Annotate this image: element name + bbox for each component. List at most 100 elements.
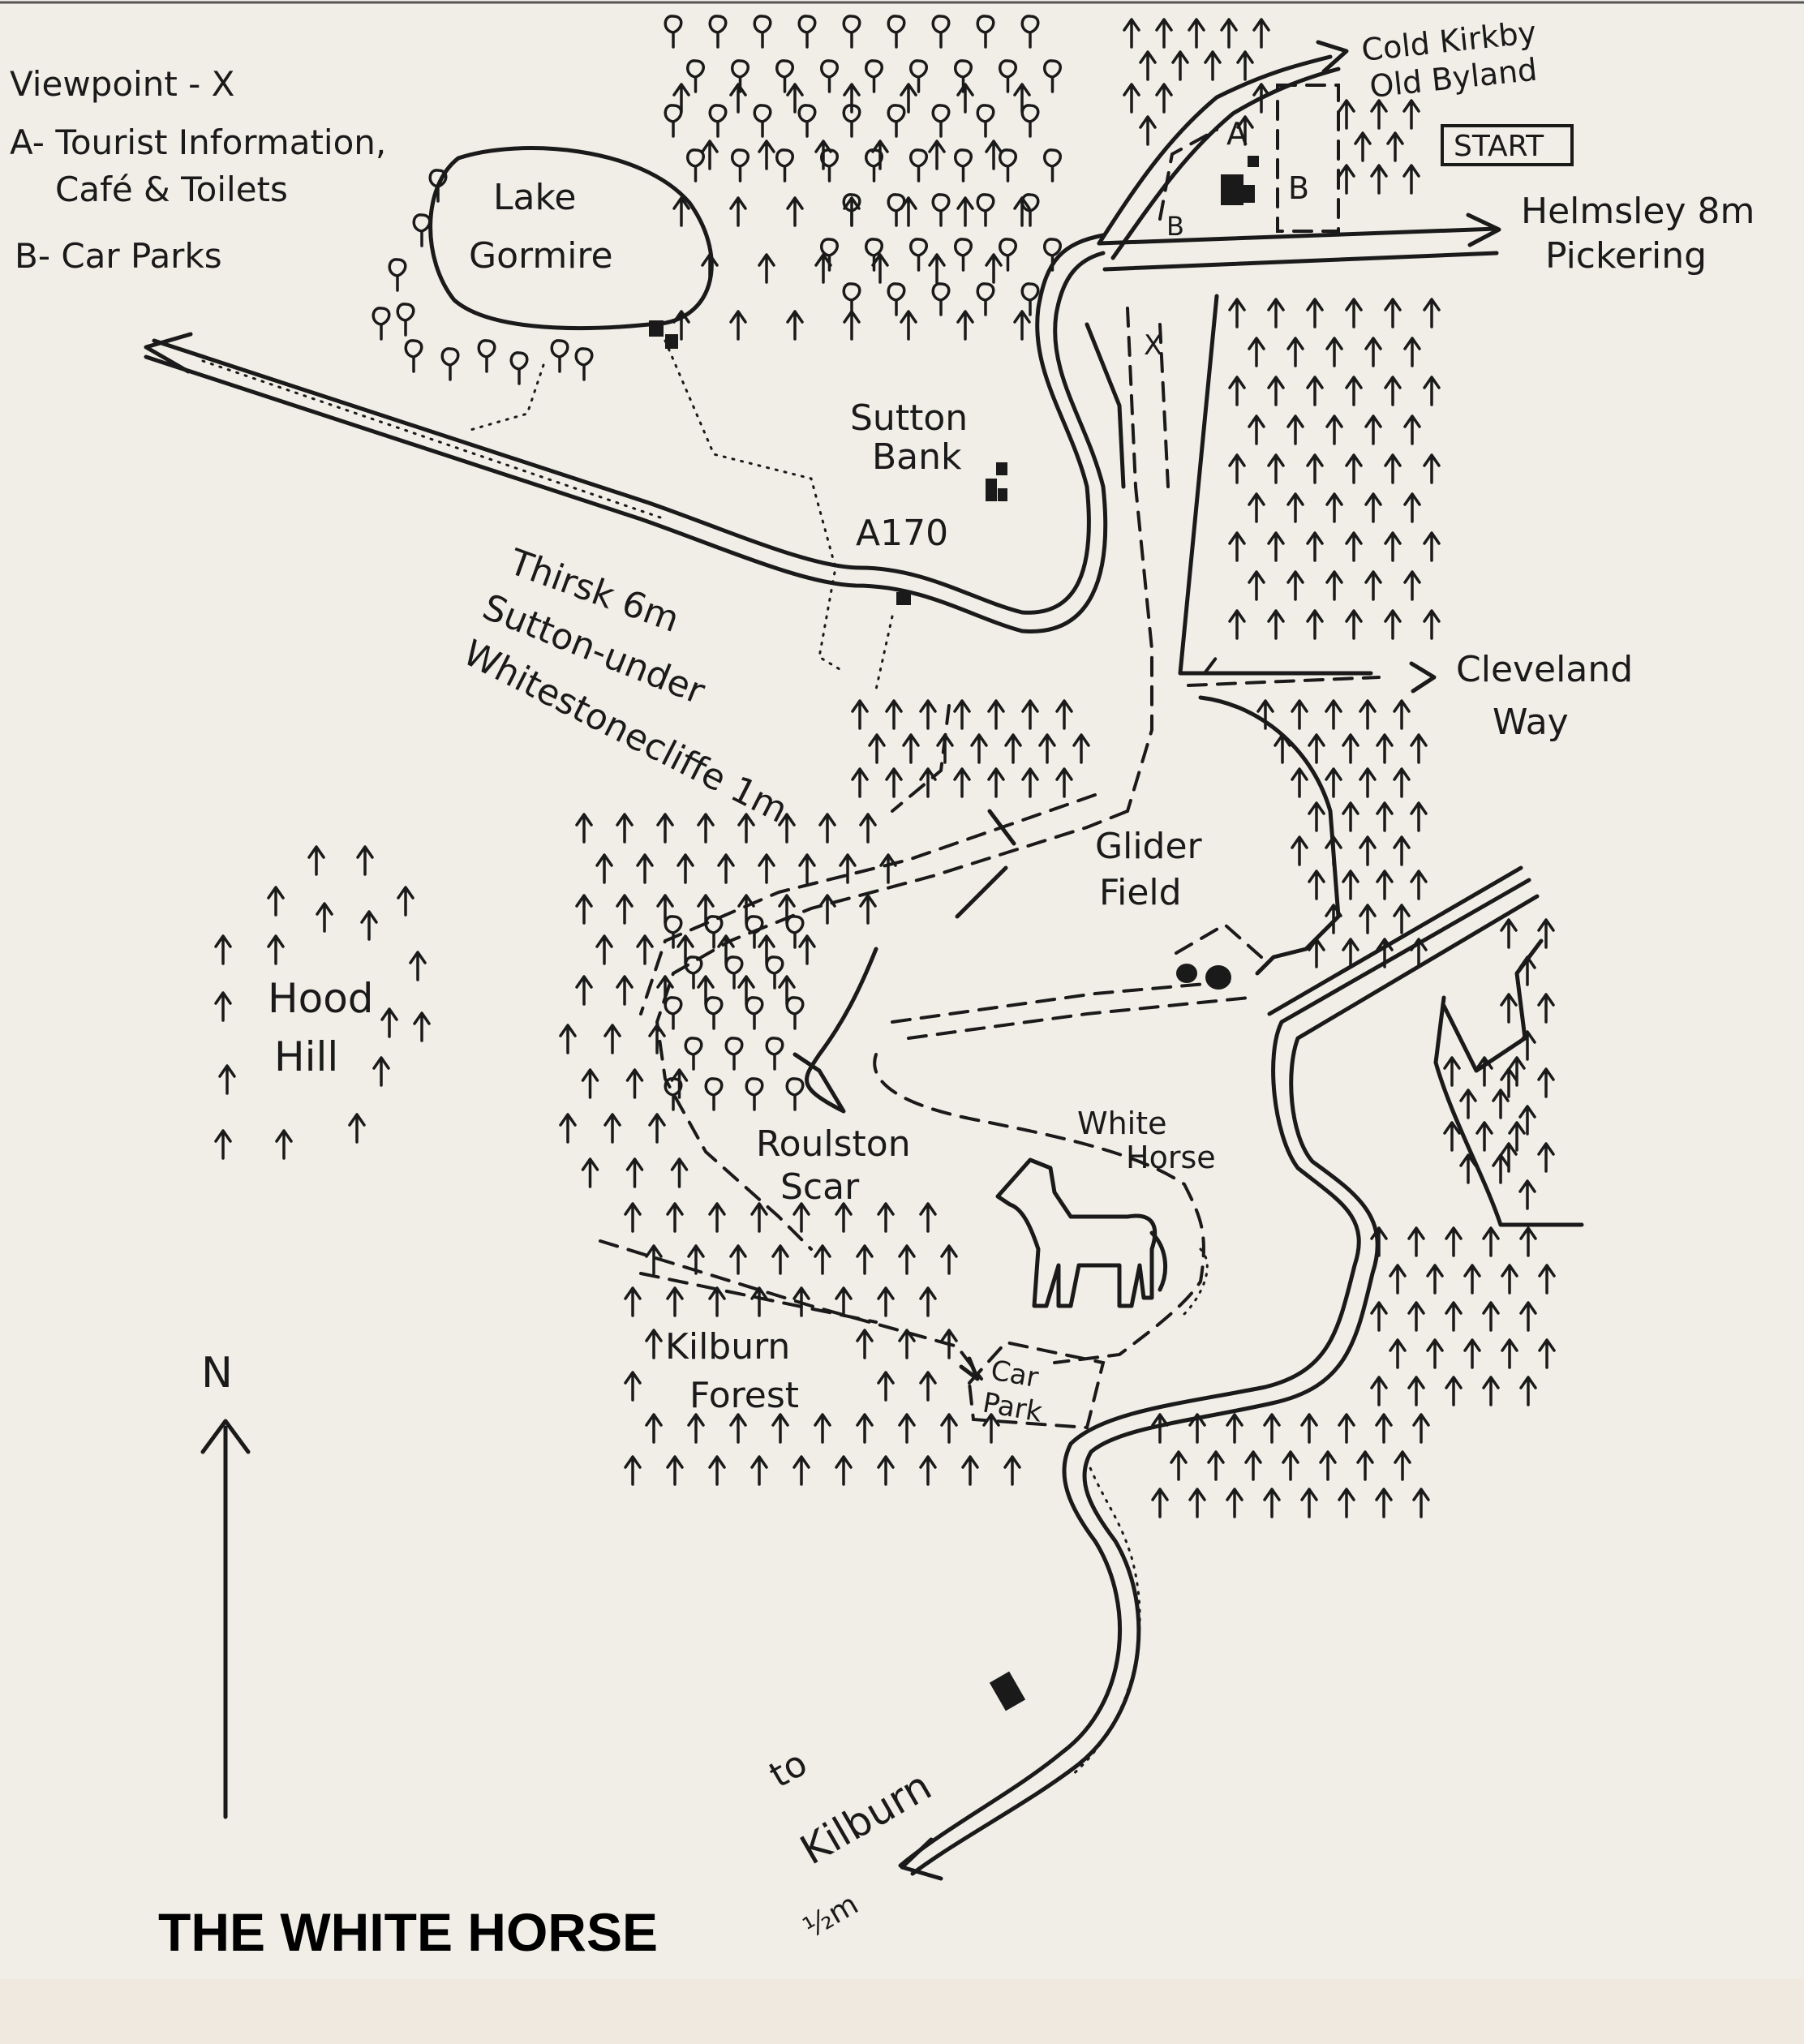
conifer-tree-icon [879, 853, 897, 884]
deciduous-tree-icon [976, 193, 995, 227]
conifer-tree-icon [1482, 1301, 1500, 1332]
conifer-tree-icon [1286, 414, 1304, 445]
conifer-tree-icon [919, 1286, 937, 1317]
conifer-tree-icon [900, 196, 917, 227]
conifer-tree-icon [843, 310, 861, 341]
conifer-tree-icon [1426, 1264, 1444, 1295]
building-icon [989, 1671, 1026, 1711]
conifer-tree-icon [1407, 1376, 1425, 1406]
legend-car-parks: B- Car Parks [15, 236, 222, 276]
conifer-tree-icon [1402, 99, 1420, 130]
conifer-tree-icon [676, 853, 694, 884]
deciduous-tree-icon [842, 15, 861, 49]
conifer-tree-icon [1139, 115, 1157, 146]
white-horse-label-1: White [1077, 1106, 1167, 1141]
conifer-tree-icon [267, 886, 285, 917]
conifer-tree-icon [1359, 835, 1377, 866]
conifer-tree-icon [1443, 1121, 1461, 1152]
deciduous-tree-icon [797, 104, 817, 138]
conifer-tree-icon [729, 1244, 747, 1275]
deciduous-tree-icon [440, 347, 460, 381]
roulston-scar-label-1: Roulston [756, 1123, 911, 1165]
conifer-tree-icon [1384, 453, 1402, 484]
conifer-tree-icon [1038, 733, 1056, 764]
conifer-tree-icon [595, 853, 613, 884]
deciduous-tree-icon [1043, 59, 1062, 93]
conifer-tree-icon [1345, 298, 1363, 328]
conifer-tree-icon [919, 1202, 937, 1233]
conifer-tree-icon [1325, 570, 1343, 601]
conifer-tree-icon [1519, 1226, 1537, 1257]
conifer-tree-icon [672, 83, 690, 114]
conifer-tree-icon [771, 1413, 789, 1444]
conifer-tree-icon [900, 310, 917, 341]
conifer-tree-icon [1412, 1413, 1430, 1444]
conifer-tree-icon [877, 1455, 895, 1486]
viewpoint-path [1158, 323, 1170, 488]
conifer-tree-icon [1306, 609, 1324, 640]
road-name-label: A170 [856, 513, 948, 554]
conifer-tree-icon [729, 1413, 747, 1444]
conifer-tree-icon [1519, 1376, 1537, 1406]
conifer-tree-icon [666, 1286, 684, 1317]
conifer-tree-icon [1325, 492, 1343, 523]
conifer-tree-icon [1248, 414, 1265, 445]
conifer-tree-icon [856, 1329, 874, 1359]
deciduous-tree-icon [412, 213, 432, 247]
deciduous-tree-icon [1020, 15, 1040, 49]
conifer-tree-icon [1055, 699, 1073, 730]
conifer-tree-icon [575, 894, 593, 925]
conifer-tree-icon [413, 1011, 431, 1042]
conifer-tree-icon [885, 767, 903, 798]
conifer-tree-icon [1021, 767, 1039, 798]
conifer-tree-icon [1342, 733, 1359, 764]
conifer-tree-icon [814, 1413, 831, 1444]
conifer-tree-icon [928, 253, 946, 284]
conifer-tree-icon [1325, 337, 1343, 367]
building-icon [998, 488, 1007, 501]
conifer-tree-icon [1508, 1121, 1526, 1152]
conifer-tree-icon [1423, 298, 1441, 328]
white-horse-label-2: Horse [1126, 1140, 1216, 1175]
conifer-tree-icon [1443, 1056, 1461, 1087]
conifer-tree-icon [275, 1129, 293, 1160]
conifer-tree-icon [1151, 1413, 1169, 1444]
conifer-tree-icon [595, 934, 613, 965]
conifer-tree-icon [798, 934, 816, 965]
deciduous-tree-icon [704, 915, 724, 949]
conifer-tree-icon [814, 140, 832, 170]
deciduous-tree-icon [931, 104, 951, 138]
conifer-tree-icon [877, 1286, 895, 1317]
deciduous-tree-icon [745, 996, 764, 1030]
conifer-tree-icon [1342, 801, 1359, 832]
deciduous-tree-icon [887, 104, 906, 138]
conifer-tree-icon [656, 813, 674, 844]
conifer-tree-icon [1359, 767, 1377, 798]
conifer-tree-icon [1445, 1376, 1463, 1406]
building-icon [1221, 174, 1243, 205]
conifer-tree-icon [1445, 1226, 1463, 1257]
conifer-tree-icon [1389, 1264, 1407, 1295]
conifer-tree-icon [645, 1413, 663, 1444]
conifer-tree-icon [645, 1329, 663, 1359]
conifer-tree-icon [919, 1455, 937, 1486]
conifer-tree-icon [758, 853, 775, 884]
deciduous-tree-icon [686, 148, 705, 182]
conifer-tree-icon [1356, 1450, 1374, 1481]
conifer-tree-icon [1384, 376, 1402, 406]
conifer-tree-icon [1267, 531, 1285, 562]
glider-footpath [891, 704, 951, 813]
conifer-tree-icon [624, 1286, 642, 1317]
conifer-tree-icon [868, 733, 886, 764]
conifer-tree-icon [856, 1244, 874, 1275]
conifer-tree-icon [1188, 1488, 1206, 1518]
conifer-tree-icon [575, 975, 593, 1006]
conifer-tree-icon [737, 975, 755, 1006]
kilburn-car-park-outline [967, 1340, 1106, 1430]
conifer-tree-icon [786, 196, 804, 227]
conifer-tree-icon [843, 196, 861, 227]
white-horse-footpath [873, 1053, 1205, 1364]
conifer-tree-icon [1537, 918, 1555, 949]
building-icon [996, 462, 1007, 475]
building-icon [1243, 185, 1255, 203]
